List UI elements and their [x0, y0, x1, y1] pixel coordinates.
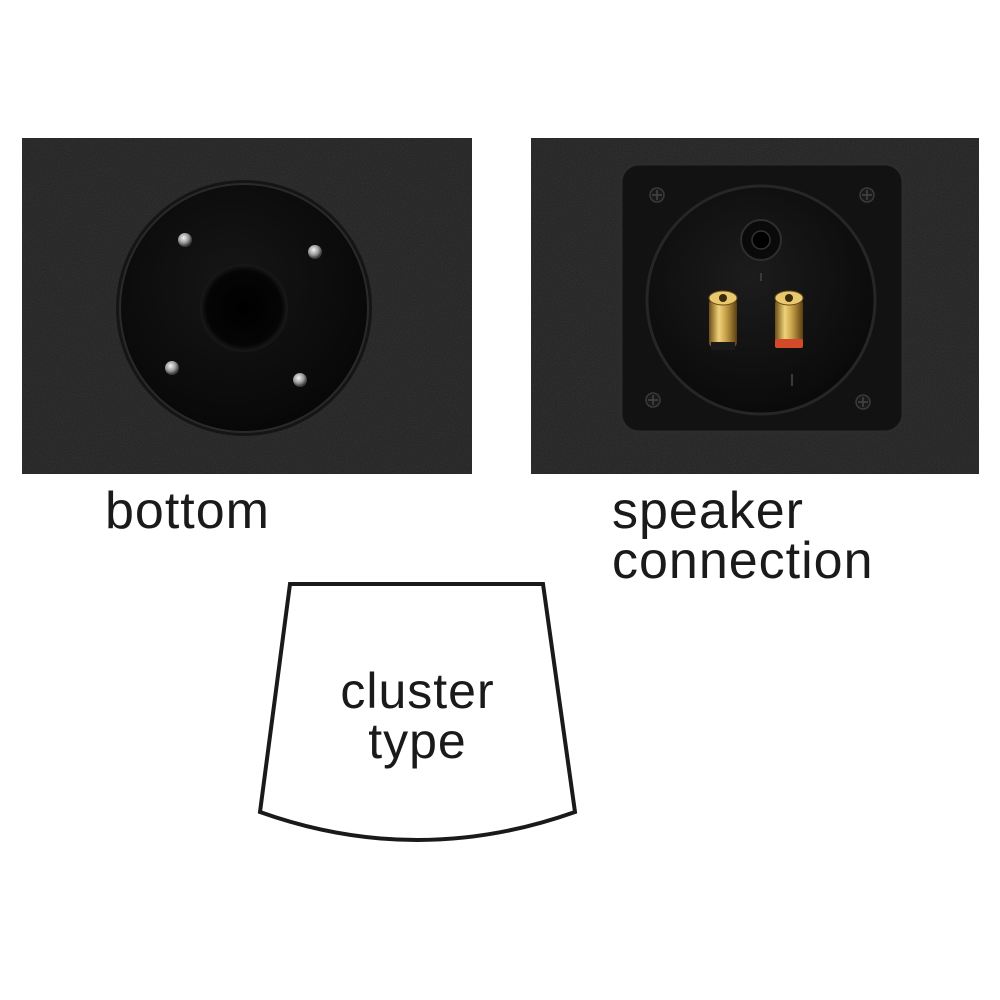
screw-icon	[178, 233, 192, 247]
speaker-connection-caption: speaker connection	[612, 482, 874, 590]
screw-icon	[308, 245, 322, 259]
screw-icon	[859, 187, 875, 203]
screw-icon	[855, 394, 871, 410]
screw-icon	[293, 373, 307, 387]
pole-socket-hole	[200, 264, 288, 352]
bottom-mount-illustration	[22, 138, 472, 474]
speaker-connection-photo	[531, 138, 979, 474]
terminal-cup	[645, 184, 877, 416]
trapezoid-outline-icon	[257, 582, 578, 842]
screw-icon	[165, 361, 179, 375]
cluster-type-label: cluster type	[255, 666, 580, 766]
binding-post-black-icon	[708, 290, 738, 350]
terminal-plate-illustration	[531, 138, 979, 474]
cluster-type-diagram: cluster type	[255, 578, 580, 843]
jack-socket-icon	[740, 219, 782, 261]
bottom-caption: bottom	[105, 482, 270, 540]
speaker-connection-caption-line1: speaker	[612, 482, 804, 540]
screw-icon	[649, 187, 665, 203]
bottom-photo	[22, 138, 472, 474]
cluster-type-label-line2: type	[368, 713, 467, 769]
binding-post-red-icon	[774, 290, 804, 348]
screw-icon	[645, 392, 661, 408]
speaker-connection-caption-line2: connection	[612, 532, 874, 590]
cluster-type-label-line1: cluster	[340, 663, 495, 719]
